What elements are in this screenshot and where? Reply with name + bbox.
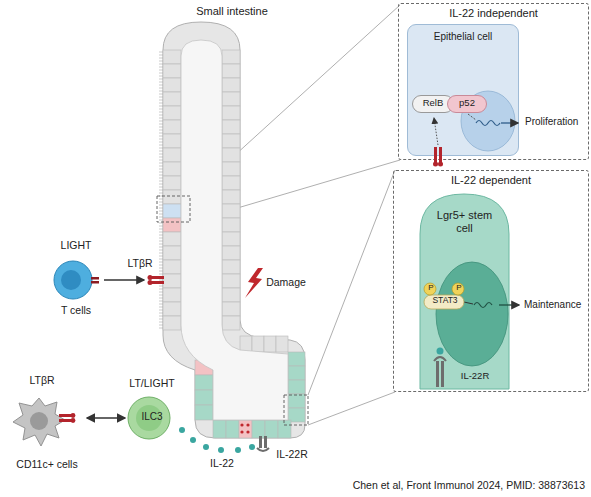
node-text: Epithelial cell — [408, 31, 518, 43]
node-text: T cells — [49, 304, 103, 316]
il22-dots — [179, 427, 255, 453]
microvilli — [159, 52, 163, 328]
node-text: Lgr5+ stem cell — [437, 209, 493, 234]
il22r-receptor — [257, 436, 269, 451]
cell-node: RelB — [412, 95, 454, 113]
label-text: LTβR — [29, 375, 54, 387]
label-text: Damage — [266, 277, 306, 289]
zoom-box — [284, 395, 308, 425]
cell-node: IL-22 dependentLgr5+ stem cell — [393, 170, 589, 392]
label-text: LT/LIGHT — [129, 378, 174, 390]
label-text: Proliferation — [525, 116, 578, 127]
node-text: IL-22 independent — [399, 7, 588, 20]
lamina-propria — [181, 40, 288, 420]
zoom-line — [308, 170, 395, 395]
zoom-box — [157, 196, 190, 222]
cell-node: p52 — [447, 95, 487, 113]
label-text: LTβR — [127, 258, 152, 270]
node-text: ILC3 — [127, 411, 177, 423]
node-text: IL-22 dependent — [394, 174, 588, 187]
double-arrow — [87, 417, 125, 418]
label-text: P — [428, 284, 433, 293]
cell-node: T cells — [49, 258, 103, 326]
label-text: P — [456, 284, 461, 293]
cell-node: Lgr5+ stem cell — [412, 189, 517, 389]
node-text: p52 — [448, 98, 486, 109]
label-text: IL-22R — [461, 371, 490, 381]
label-text: IL-22R — [276, 449, 308, 461]
node-text: CD11c+ cells — [9, 458, 85, 470]
cell-node: Epithelial cellRelBp52 — [407, 24, 519, 156]
label-text: LIGHT — [61, 240, 92, 252]
caption-text: Chen et al, Front Immunol 2024, PMID: 38… — [353, 480, 585, 492]
villus-outline — [163, 22, 305, 438]
node-text: RelB — [413, 98, 453, 109]
label-text: Small intestine — [196, 5, 268, 17]
cell-shape — [408, 25, 518, 155]
damage-bolt — [245, 268, 263, 298]
label-text: IL-22 — [210, 458, 234, 470]
label-text: Maintenance — [524, 299, 581, 310]
label-text: STAT3 — [432, 296, 457, 305]
signal-arrow — [104, 279, 144, 280]
zoom-line — [308, 392, 395, 425]
cell-node: CD11c+ cells — [9, 392, 85, 480]
cell-node: IL-22 independentEpithelial cellRelBp52 — [398, 3, 589, 160]
cell-node: ILC3 — [127, 396, 177, 440]
ltbr-receptor — [148, 275, 165, 285]
